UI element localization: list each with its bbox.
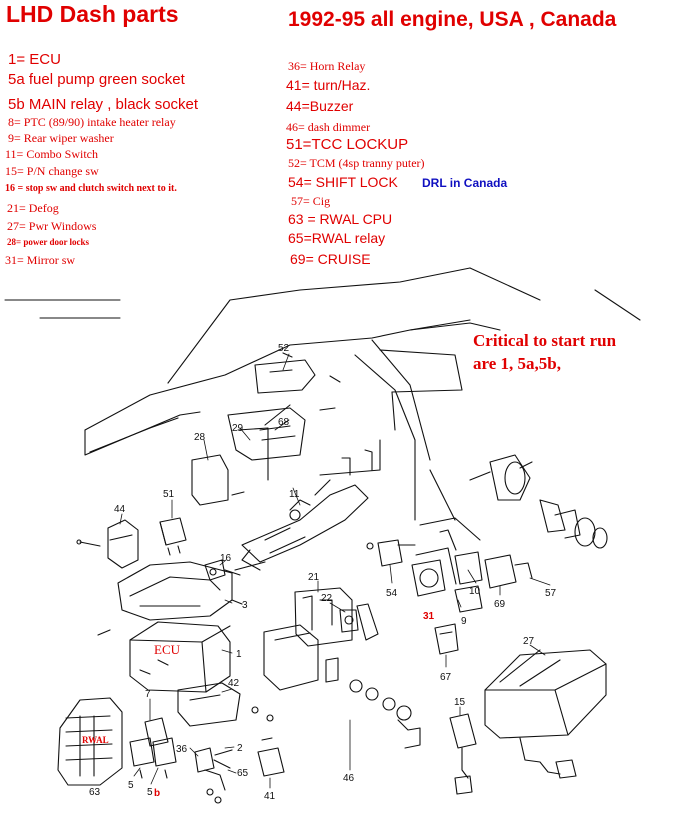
callout-68: 68 <box>278 417 290 428</box>
callout-57: 57 <box>545 588 557 599</box>
legend-right-69: 69= CRUISE <box>290 251 371 267</box>
critical-note-line-2: are 1, 5a,5b, <box>473 354 561 373</box>
stop-switch-16 <box>204 559 241 581</box>
part-67 <box>434 623 459 655</box>
callout-10: 10 <box>469 586 481 597</box>
legend-left-11: 11= Combo Switch <box>5 147 98 161</box>
drl-note: DRL in Canada <box>422 176 508 190</box>
relay-28 <box>191 454 245 506</box>
right-title: 1992-95 all engine, USA , Canada <box>288 8 617 31</box>
legend-right-54: 54= SHIFT LOCK <box>288 174 398 190</box>
part-22 <box>339 603 379 641</box>
callout-29: 29 <box>232 423 244 434</box>
legend-left-15: 15= P/N change sw <box>5 164 99 178</box>
callout-22: 22 <box>321 593 333 604</box>
callout-41: 41 <box>264 791 276 802</box>
legend-left-31: 31= Mirror sw <box>5 253 76 267</box>
legend-left-1: 1= ECU <box>8 51 61 68</box>
legend-left-8: 8= PTC (89/90) intake heater relay <box>8 115 176 129</box>
pn-switch-15 <box>449 713 477 795</box>
bracket-42 <box>177 682 274 727</box>
callout-63: 63 <box>89 787 101 798</box>
callout-44: 44 <box>114 504 126 515</box>
callout-36: 36 <box>176 744 188 755</box>
turn-hazard-41 <box>257 737 285 777</box>
callout-52: 52 <box>278 343 290 354</box>
legend-right-65: 65=RWAL relay <box>288 230 386 246</box>
ecu-1 <box>129 621 231 693</box>
legend-left-9: 9= Rear wiper washer <box>8 131 114 145</box>
legend-right-41: 41= turn/Haz. <box>286 77 371 93</box>
cruise-switch-69 <box>484 554 533 589</box>
buzzer-44 <box>76 519 139 569</box>
bracket-68 <box>227 375 341 461</box>
legend-left-5a: 5a fuel pump green socket <box>8 71 185 88</box>
callout-2: 2 <box>237 743 243 754</box>
rwal-overlay-label: RWAL <box>82 735 109 745</box>
legend-right-52: 52= TCM (4sp tranny puter) <box>288 156 425 170</box>
callout-16: 16 <box>220 553 232 564</box>
lower-box-3 <box>97 561 243 636</box>
callout-5b-num: 5 <box>147 787 153 798</box>
callout-69: 69 <box>494 599 506 610</box>
callout-5: 5 <box>128 780 134 791</box>
combo-switch-11 <box>234 479 369 571</box>
callout-54: 54 <box>386 588 398 599</box>
callout-1: 1 <box>236 649 242 660</box>
callout-65: 65 <box>237 768 249 779</box>
callout-11: 11 <box>289 489 300 500</box>
callout-27: 27 <box>523 636 535 647</box>
callout-28: 28 <box>194 432 206 443</box>
callout-67: 67 <box>440 672 452 683</box>
red-overlays: ECU RWAL b <box>82 642 181 799</box>
callout-5b-suffix: b <box>154 788 160 799</box>
callout-46: 46 <box>343 773 355 784</box>
mirror-switch-31 <box>411 517 481 597</box>
dash-panel-outline <box>4 267 641 521</box>
legend-right-36: 36= Horn Relay <box>288 59 366 73</box>
power-window-switch-27 <box>484 649 607 779</box>
legend-right-46: 46= dash dimmer <box>286 120 371 134</box>
callout-31: 31 <box>423 611 435 622</box>
legend-left-16: 16 = stop sw and clutch switch next to i… <box>5 183 177 194</box>
leader-lines <box>119 353 551 789</box>
relays-5-7 <box>129 717 177 779</box>
legend-right-63: 63 = RWAL CPU <box>288 211 393 227</box>
left-title: LHD Dash parts <box>6 1 179 27</box>
callout-15: 15 <box>454 697 466 708</box>
legend-left-27: 27= Pwr Windows <box>7 219 97 233</box>
legend-left-5b: 5b MAIN relay , black socket <box>8 96 199 113</box>
legend-left-28: 28= power door locks <box>7 237 90 247</box>
callout-51: 51 <box>163 489 175 500</box>
legend-right-57: 57= Cig <box>291 194 331 208</box>
critical-note-line-1: Critical to start run <box>473 331 617 350</box>
callout-7: 7 <box>145 689 151 700</box>
horn-relay-36 <box>194 747 233 804</box>
bracket-52 <box>254 352 316 394</box>
callout-9: 9 <box>461 616 467 627</box>
switches-9-10 <box>454 551 483 613</box>
relay-51 <box>159 517 187 556</box>
dimmer-46 <box>349 679 421 749</box>
callout-42: 42 <box>228 678 240 689</box>
legend-right-44: 44=Buzzer <box>286 98 354 114</box>
callout-numbers: 52 68 29 28 11 51 44 16 3 1 21 22 54 31 … <box>89 343 557 802</box>
callout-3: 3 <box>242 600 248 611</box>
shift-lock-54 <box>366 539 416 567</box>
cigar-lighter-57 <box>469 454 608 549</box>
defog-switch-21 <box>263 587 353 691</box>
callout-21: 21 <box>308 572 320 583</box>
ecu-overlay-label: ECU <box>154 642 181 657</box>
rwal-cpu-63 <box>57 697 123 786</box>
legend-right-51: 51=TCC LOCKUP <box>286 136 409 153</box>
legend-left-21: 21= Defog <box>7 201 59 215</box>
